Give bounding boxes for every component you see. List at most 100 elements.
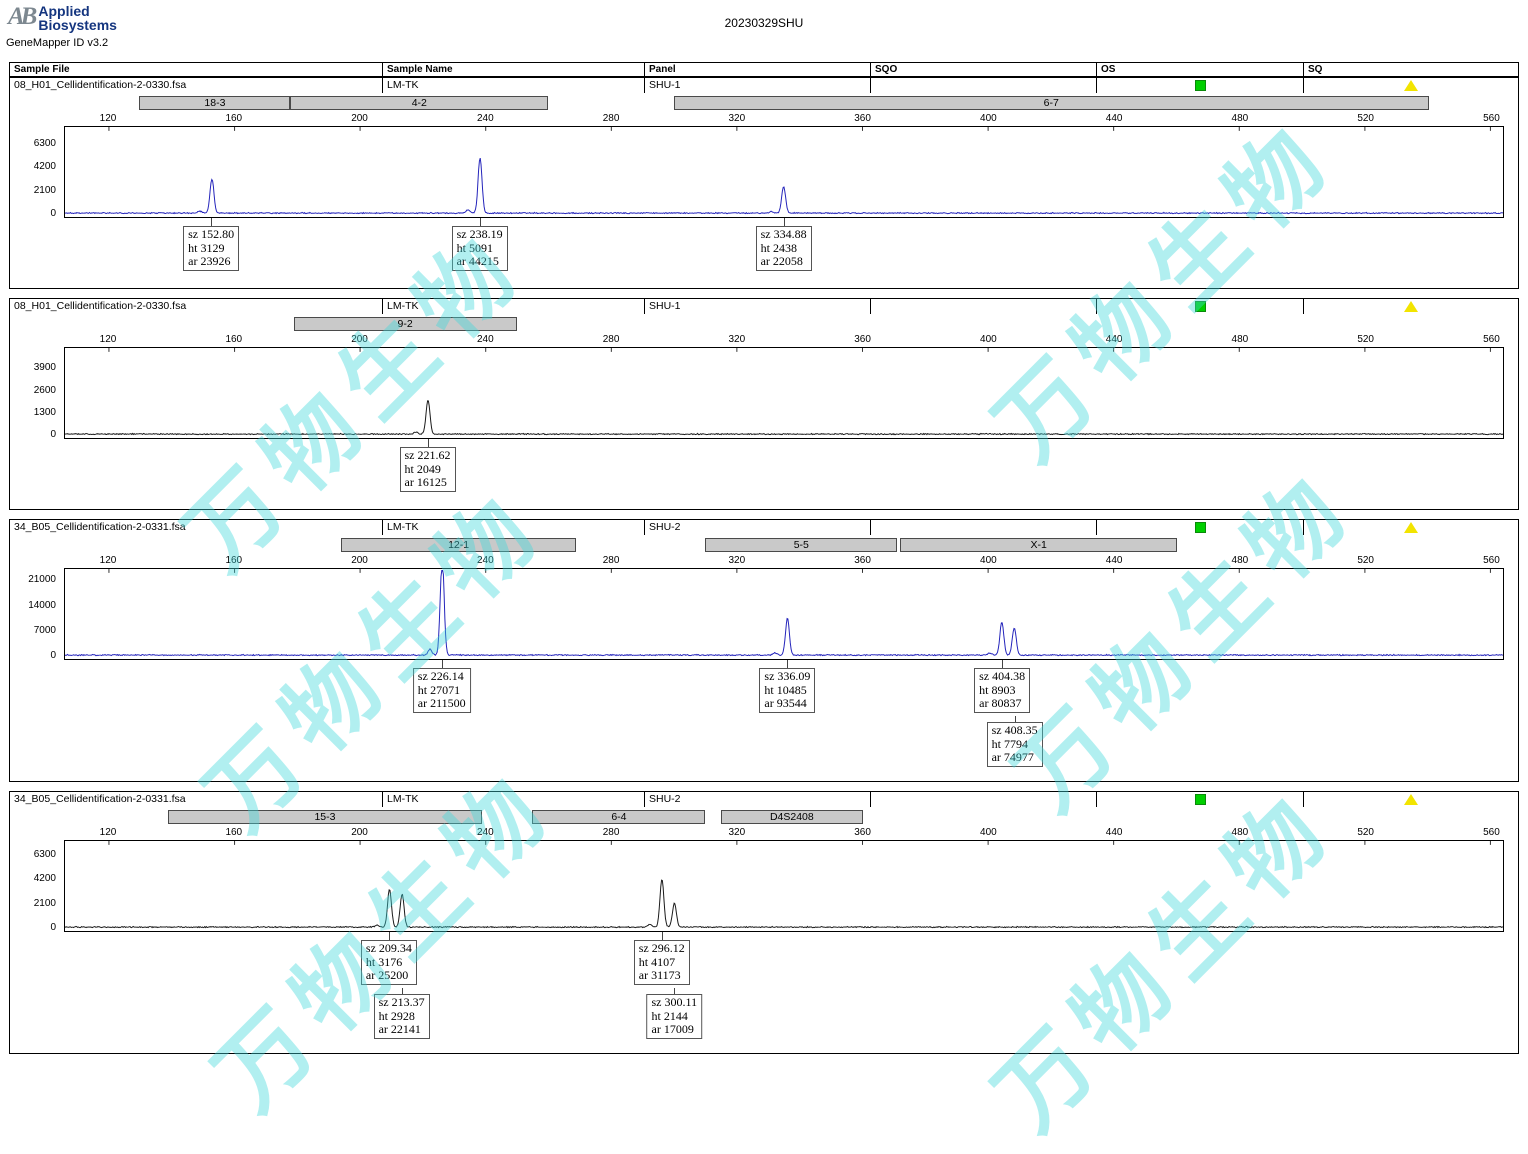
brand-line1: Applied xyxy=(38,3,90,19)
peak-label-line: ar 44215 xyxy=(456,254,499,268)
sample-name: LM-TK xyxy=(382,520,644,535)
peak-label-line: sz 226.14 xyxy=(417,669,464,683)
peak-label-line: ar 22058 xyxy=(760,254,803,268)
peak-label-line: ar 31173 xyxy=(638,968,681,982)
sample-name: LM-TK xyxy=(382,78,644,93)
x-axis-tick-label: 120 xyxy=(99,334,117,345)
panel-name: SHU-1 xyxy=(644,78,870,93)
peak-label-line: sz 238.19 xyxy=(456,227,503,241)
peak-label-line: sz 404.38 xyxy=(979,669,1026,683)
peak-leader-line xyxy=(427,439,429,447)
sample-info-row[interactable]: 34_B05_Cellidentification-2-0331.fsa LM-… xyxy=(10,520,1518,535)
col-header-sq: SQ xyxy=(1303,63,1518,76)
x-axis-tick-label: 280 xyxy=(602,555,620,566)
run-title: 20230329SHU xyxy=(724,16,804,30)
peak-label-line: ht 2049 xyxy=(404,461,441,476)
trace-plot[interactable] xyxy=(64,840,1504,932)
y-axis-tick-label: 3900 xyxy=(33,362,56,374)
sq-status-cell xyxy=(1303,792,1518,807)
sq-status-cell xyxy=(1303,299,1518,314)
x-axis-tick-label: 360 xyxy=(854,827,871,838)
x-axis-tick-label: 280 xyxy=(602,113,620,124)
marker-bar: 6-7 xyxy=(673,96,1429,110)
sample-file: 34_B05_Cellidentification-2-0331.fsa xyxy=(14,521,186,533)
peak-label-line: ht 2144 xyxy=(651,1008,688,1023)
peak-label-line: sz 336.09 xyxy=(764,669,811,683)
col-header-os: OS xyxy=(1096,63,1303,76)
sq-warning-icon xyxy=(1404,80,1418,91)
y-axis-tick-label: 4200 xyxy=(33,873,56,885)
sample-info-row[interactable]: 34_B05_Cellidentification-2-0331.fsa LM-… xyxy=(10,792,1518,807)
peak-label-line: ht 5091 xyxy=(456,240,493,255)
y-axis-tick-label: 4200 xyxy=(33,161,56,173)
marker-bar: 6-4 xyxy=(532,810,706,824)
y-axis-tick-label: 14000 xyxy=(28,599,56,611)
trace-svg xyxy=(65,569,1503,657)
brand-text: Applied Biosystems xyxy=(38,4,117,32)
sample-info-row[interactable]: 08_H01_Cellidentification-2-0330.fsa LM-… xyxy=(10,78,1518,93)
y-axis-tick-label: 21000 xyxy=(28,574,56,586)
trace-plot[interactable] xyxy=(64,347,1504,439)
trace-plot[interactable] xyxy=(64,568,1504,660)
x-axis-tick-label: 280 xyxy=(602,827,620,838)
peak-label-line: ht 3176 xyxy=(365,954,403,969)
sqo-cell xyxy=(870,299,1096,314)
peak-label-line: sz 213.37 xyxy=(378,995,425,1009)
panel-name: SHU-2 xyxy=(644,792,870,807)
sq-status-cell xyxy=(1303,520,1518,535)
os-pass-icon xyxy=(1194,522,1206,533)
peak-leader-line xyxy=(401,988,403,994)
marker-bar: 5-5 xyxy=(705,538,898,552)
x-axis-tick-label: 200 xyxy=(351,334,368,345)
peak-label-line: ht 8903 xyxy=(979,682,1016,697)
y-axis-tick-label: 0 xyxy=(50,429,56,440)
report-header: AB Applied Biosystems GeneMapper ID v3.2… xyxy=(0,0,1528,62)
peak-label-line: ar 16125 xyxy=(404,475,447,489)
sqo-cell xyxy=(870,78,1096,93)
os-status-cell xyxy=(1096,792,1303,807)
trace-plot[interactable] xyxy=(64,126,1504,218)
sample-info-row[interactable]: 08_H01_Cellidentification-2-0330.fsa LM-… xyxy=(10,299,1518,314)
trace-svg xyxy=(65,841,1503,929)
x-axis-tick-label: 560 xyxy=(1483,113,1500,124)
col-header-sample-file: Sample File xyxy=(14,64,70,75)
sample-file: 08_H01_Cellidentification-2-0330.fsa xyxy=(14,300,187,312)
marker-bar: 4-2 xyxy=(290,96,549,110)
y-axis-tick-label: 6300 xyxy=(33,138,56,150)
peak-label-line: ht 7794 xyxy=(991,736,1028,751)
marker-bar: X-1 xyxy=(900,538,1177,552)
peak-label-line: sz 296.12 xyxy=(638,941,685,955)
x-axis-tick-label: 360 xyxy=(854,555,871,566)
x-axis-tick-label: 120 xyxy=(99,555,117,566)
x-axis-tick-label: 480 xyxy=(1231,827,1249,838)
x-axis-tick-label: 160 xyxy=(225,334,243,345)
peak-label-line: ar 25200 xyxy=(365,968,409,982)
peak-label-line: ar 74977 xyxy=(991,750,1034,764)
app-version: GeneMapper ID v3.2 xyxy=(6,37,109,49)
os-status-cell xyxy=(1096,299,1303,314)
peak-label-line: sz 152.80 xyxy=(188,227,235,241)
x-axis-tick-label: 480 xyxy=(1231,555,1249,566)
x-axis-tick-label: 120 xyxy=(99,827,117,838)
